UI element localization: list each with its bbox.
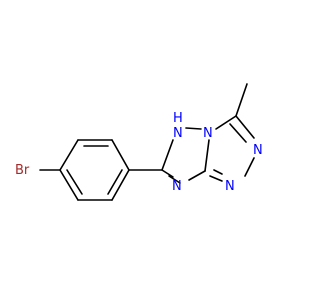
bond (213, 169, 223, 175)
bond (215, 115, 237, 130)
nh-nitrogen-label: N (173, 126, 183, 141)
hydrogen-label: H (173, 111, 183, 126)
bond (229, 123, 247, 143)
bond (161, 139, 174, 171)
bonds (39, 83, 255, 201)
bond (209, 175, 223, 182)
bond (161, 169, 174, 178)
bond (111, 139, 130, 171)
bond-inner (107, 169, 123, 195)
bond-inner (66, 169, 83, 195)
bridge-nitrogen-label: N (203, 126, 213, 141)
triazole-nitrogen-lower-label: N (225, 179, 235, 194)
atom-labels: Br H N N N N N (15, 111, 263, 194)
bromine-label: Br (15, 163, 30, 178)
bond (244, 157, 255, 177)
bond (188, 170, 206, 181)
bond (204, 139, 210, 172)
bond (235, 115, 255, 139)
bond (59, 139, 79, 171)
bond (111, 169, 130, 201)
bond (185, 127, 202, 130)
imine-nitrogen-label: N (172, 179, 182, 194)
structure-diagram: Br H N N N N N (15, 83, 263, 201)
bond (168, 175, 181, 184)
bond (59, 169, 79, 201)
triazole-nitrogen-upper-label: N (253, 143, 263, 158)
bond (235, 83, 248, 117)
